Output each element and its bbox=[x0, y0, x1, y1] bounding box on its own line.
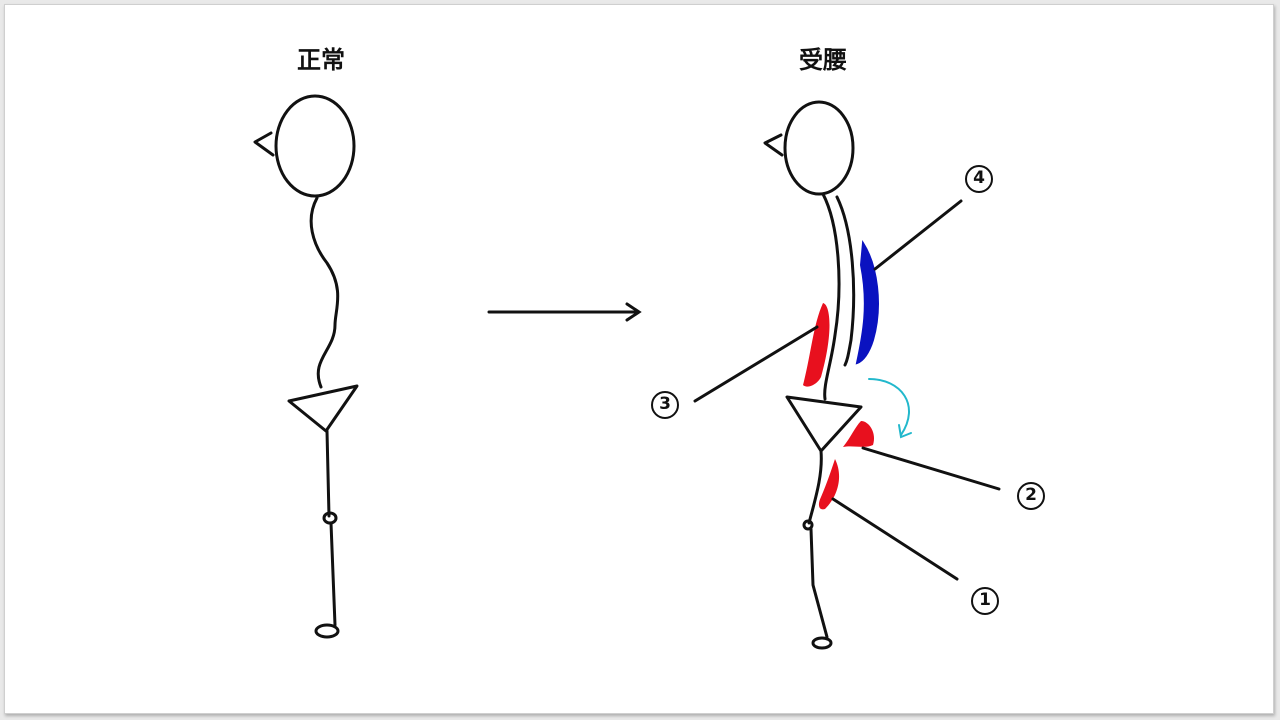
muscle-2-red bbox=[843, 421, 875, 447]
posture-head bbox=[783, 100, 855, 196]
posture-spine-back bbox=[835, 195, 856, 367]
posture-spine-front bbox=[821, 192, 841, 401]
muscle-3-red bbox=[803, 303, 830, 387]
normal-foot bbox=[314, 623, 340, 639]
posture-foot bbox=[811, 636, 833, 650]
posture-knee bbox=[802, 519, 814, 531]
transition-arrow bbox=[487, 302, 642, 322]
normal-shin bbox=[329, 521, 337, 627]
posture-nose bbox=[763, 133, 784, 157]
posture-figure bbox=[763, 100, 863, 650]
title-posture: 受腰 bbox=[799, 46, 847, 74]
normal-thigh bbox=[325, 429, 331, 518]
title-normal: 正常 bbox=[297, 46, 345, 74]
muscle-4-blue bbox=[855, 239, 879, 365]
marker-3: 3 bbox=[651, 391, 679, 419]
leader-line-2 bbox=[861, 446, 1001, 491]
leader-lines bbox=[693, 199, 1001, 581]
normal-nose bbox=[253, 131, 275, 157]
normal-pelvis bbox=[287, 384, 359, 433]
normal-figure bbox=[253, 94, 359, 639]
diagram-canvas: 正常 受腰 bbox=[4, 4, 1274, 714]
leader-line-3 bbox=[693, 325, 819, 403]
normal-spine bbox=[309, 196, 340, 389]
posture-thigh bbox=[807, 449, 823, 525]
marker-4: 4 bbox=[965, 165, 993, 193]
marker-2: 2 bbox=[1017, 482, 1045, 510]
pelvis-rotation-arrow bbox=[868, 378, 912, 439]
leader-line-4 bbox=[873, 199, 963, 271]
posture-pelvis bbox=[785, 395, 863, 453]
marker-1: 1 bbox=[971, 587, 999, 615]
leader-line-1 bbox=[831, 497, 959, 581]
muscle-1-red bbox=[818, 459, 840, 510]
posture-illustration bbox=[253, 94, 1001, 650]
posture-shin bbox=[809, 527, 829, 639]
normal-head bbox=[274, 94, 356, 198]
normal-knee bbox=[322, 511, 338, 525]
